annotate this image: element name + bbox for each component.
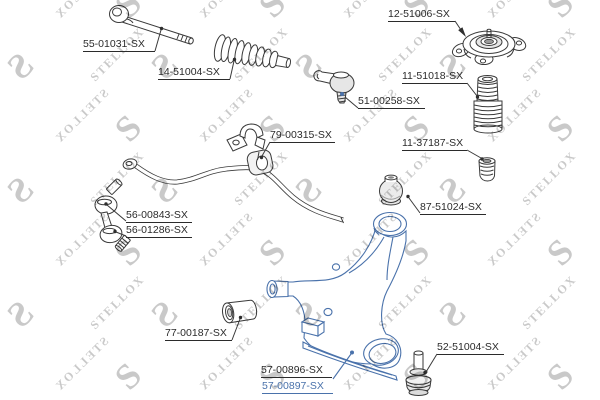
arm-bushing-drawing (379, 174, 403, 206)
steering-boot-drawing (213, 34, 292, 69)
part-label-56-01286-sx[interactable]: 56-01286-SX (126, 224, 192, 238)
highlight-dot (340, 92, 344, 96)
stabilizer-bar-drawing (122, 158, 344, 224)
part-label-56-00843-sx[interactable]: 56-00843-SX (126, 209, 192, 223)
leader-lines (104, 20, 484, 380)
part-label-51-00258-sx[interactable]: 51-00258-SX (358, 95, 425, 109)
tie-rod-end-drawing (313, 70, 355, 104)
part-label-57-00897-sx[interactable]: 57-00897-SX (262, 380, 333, 394)
part-label-79-00315-sx[interactable]: 79-00315-SX (270, 129, 335, 143)
ball-joint-drawing (405, 350, 432, 396)
part-label-11-51018-sx[interactable]: 11-51018-SX (402, 70, 467, 84)
arrowhead (458, 27, 466, 37)
bump-stop-drawing (478, 157, 496, 182)
stabilizer-bushing-drawing (226, 123, 274, 176)
part-label-14-51004-sx[interactable]: 14-51004-SX (158, 66, 230, 80)
strut-dust-boot-drawing (473, 75, 503, 134)
control-arm-bushing-drawing (221, 299, 258, 324)
part-label-87-51024-sx[interactable]: 87-51024-SX (420, 201, 486, 215)
part-label-52-51004-sx[interactable]: 52-51004-SX (437, 341, 504, 355)
strut-mount-drawing (451, 28, 527, 65)
inner-tie-rod-drawing (109, 5, 194, 45)
part-label-12-51006-sx[interactable]: 12-51006-SX (388, 8, 455, 22)
stabilizer-link-drawing (94, 178, 131, 252)
control-arm-drawing[interactable] (266, 211, 408, 381)
part-label-55-01031-sx[interactable]: 55-01031-SX (83, 38, 155, 52)
part-label-77-00187-sx[interactable]: 77-00187-SX (165, 327, 232, 341)
part-label-57-00896-sx[interactable]: 57-00896-SX (261, 364, 332, 378)
part-label-11-37187-sx[interactable]: 11-37187-SX (402, 137, 467, 151)
